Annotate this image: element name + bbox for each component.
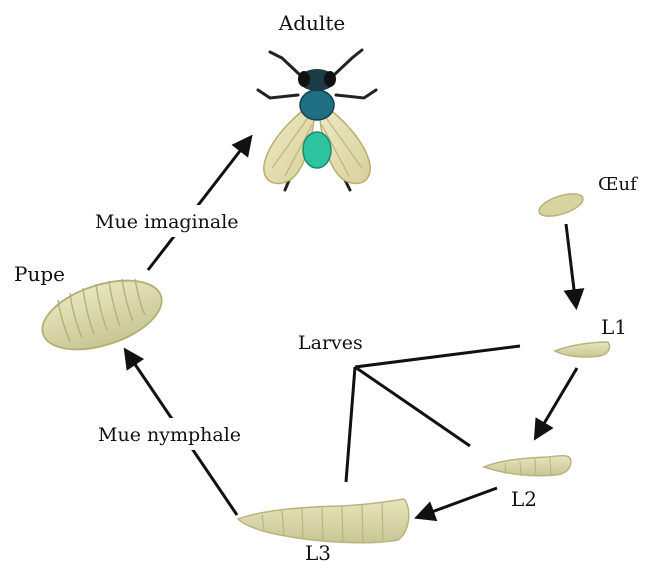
l2-label: L2 [511, 487, 537, 511]
larvae-line-l3 [346, 367, 355, 482]
larvae-line-l2 [355, 367, 470, 446]
adult-fly-icon [258, 50, 376, 190]
arrow-l2-to-l3 [418, 488, 497, 517]
arrow-pupa-to-adult [148, 138, 250, 270]
l2-larva-icon [484, 456, 571, 476]
adult-label: Adulte [278, 11, 345, 35]
l1-larva-icon [555, 342, 610, 357]
egg-icon [536, 189, 585, 220]
larvae-label: Larves [298, 332, 363, 354]
l3-larva-icon [238, 499, 409, 543]
imaginal-molt-label: Mue imaginale [95, 211, 239, 233]
pupa-label: Pupe [14, 262, 65, 286]
egg-label: Œuf [598, 174, 638, 195]
l3-label: L3 [305, 541, 331, 565]
larvae-line-l1 [355, 346, 520, 367]
nymphal-molt-label: Mue nymphale [98, 424, 241, 446]
l1-label: L1 [601, 315, 627, 339]
arrow-egg-to-l1 [566, 224, 576, 306]
arrow-l1-to-l2 [536, 368, 577, 437]
